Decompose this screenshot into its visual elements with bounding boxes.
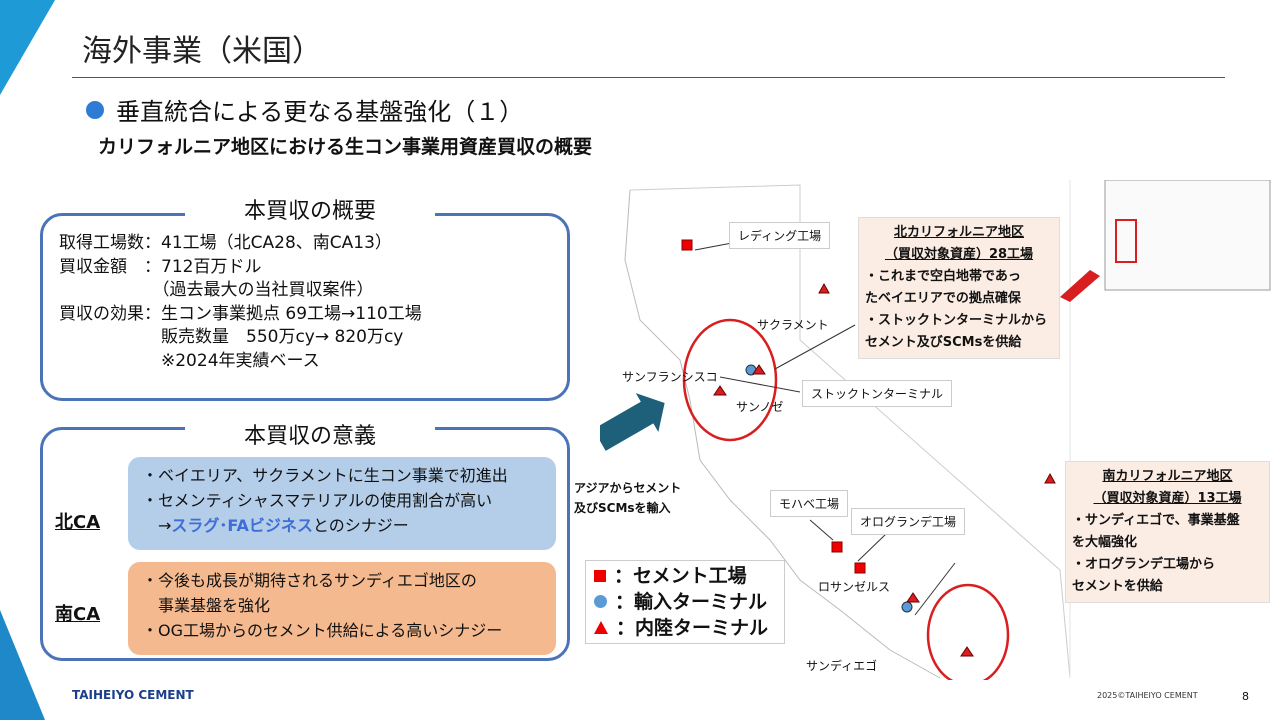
map-label-los-angeles: ロサンゼルス bbox=[818, 580, 891, 594]
san-diego-circle bbox=[926, 583, 1010, 680]
bullet-icon bbox=[86, 100, 104, 119]
map-label-redding: レディング工場 bbox=[729, 222, 831, 249]
cement-plant-icon bbox=[854, 562, 866, 574]
usa-inset-map bbox=[1104, 180, 1271, 291]
copyright: 2025©TAIHEIYO CEMENT bbox=[1097, 691, 1198, 700]
map-label-san-jose: サンノゼ bbox=[736, 400, 784, 414]
cement-plant-icon bbox=[681, 239, 693, 251]
section-heading: 垂直統合による更なる基盤強化（１） bbox=[86, 92, 523, 127]
map-label-oro-grande: オログランデ工場 bbox=[851, 508, 966, 535]
inland-terminal-icon bbox=[594, 621, 608, 634]
map-label-mojave: モハベ工場 bbox=[770, 490, 849, 517]
import-arrow-icon bbox=[600, 393, 665, 451]
map-label-sacramento: サクラメント bbox=[757, 318, 829, 332]
import-note: アジアからセメント及びSCMsを輸入 bbox=[574, 481, 682, 515]
page-title: 海外事業（米国） bbox=[82, 34, 322, 69]
import-terminal-icon bbox=[901, 601, 913, 613]
overview-title: 本買収の概要 bbox=[185, 193, 435, 225]
california-map bbox=[600, 180, 1271, 680]
page-number: 8 bbox=[1242, 690, 1249, 703]
cement-plant-icon bbox=[831, 541, 843, 553]
map-legend: ：セメント工場 ：輸入ターミナル ：内陸ターミナル bbox=[585, 560, 785, 644]
significance-title: 本買収の意義 bbox=[185, 418, 435, 450]
subtitle: カリフォルニア地区における生コン事業用資産買収の概要 bbox=[98, 136, 593, 158]
inland-terminal-icons bbox=[713, 282, 1056, 657]
cement-plant-icon bbox=[594, 570, 606, 582]
map-label-san-diego: サンディエゴ bbox=[806, 659, 878, 673]
south-info-box: 南カリフォルニア地区（買収対象資産）13工場・サンディエゴで、事業基盤を大幅強化… bbox=[1065, 461, 1270, 603]
north-ca-label: 北CA bbox=[55, 512, 101, 533]
overview-box: 取得工場数：41工場（北CA28、南CA13）買収金額 ：712百万ドル （過去… bbox=[40, 213, 570, 401]
import-terminal-icon bbox=[594, 595, 607, 608]
overview-text: 取得工場数：41工場（北CA28、南CA13）買収金額 ：712百万ドル （過去… bbox=[59, 233, 422, 371]
locator-arrow-icon bbox=[1060, 270, 1100, 302]
title-divider bbox=[72, 77, 1225, 78]
map-label-stockton: ストックトンターミナル bbox=[802, 380, 953, 407]
south-ca-label: 南CA bbox=[55, 604, 101, 625]
south-ca-box: ・今後も成長が期待されるサンディエゴ地区の 事業基盤を強化・OG工場からのセメン… bbox=[128, 562, 556, 655]
north-ca-box: ・ベイエリア、サクラメントに生コン事業で初進出・セメンティシャスマテリアルの使用… bbox=[128, 457, 556, 550]
map-label-san-francisco: サンフランシスコ bbox=[622, 370, 718, 384]
north-info-box: 北カリフォルニア地区（買収対象資産）28工場・これまで空白地帯であったベイエリア… bbox=[858, 217, 1060, 359]
corner-decoration bbox=[0, 0, 55, 720]
company-logo: TAIHEIYO CEMENT bbox=[72, 688, 194, 702]
bay-area-circle bbox=[682, 318, 778, 442]
heading-text: 垂直統合による更なる基盤強化（１） bbox=[116, 98, 524, 126]
